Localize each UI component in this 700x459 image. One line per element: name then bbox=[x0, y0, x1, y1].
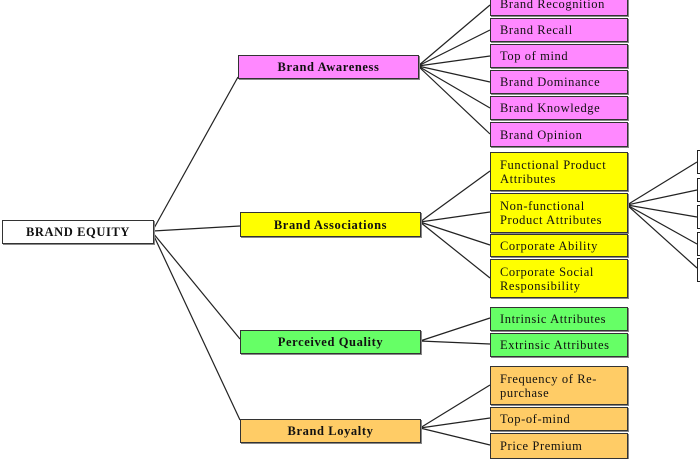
brand-associations-node: Brand Associations bbox=[240, 212, 421, 237]
leaf-brand-recognition: Brand Recognition bbox=[490, 0, 628, 16]
leaf-frequency-repurchase: Frequency of Re-purchase bbox=[490, 366, 628, 405]
offscreen-node bbox=[697, 150, 700, 174]
leaf-brand-knowledge: Brand Knowledge bbox=[490, 96, 628, 120]
leaf-corporate-social-responsibility: Corporate Social Responsibility bbox=[490, 259, 628, 298]
leaf-brand-dominance: Brand Dominance bbox=[490, 70, 628, 94]
leaf-top-of-mind: Top of mind bbox=[490, 44, 628, 68]
leaf-extrinsic-attributes: Extrinsic Attributes bbox=[490, 333, 628, 357]
brand-loyalty-node: Brand Loyalty bbox=[240, 419, 421, 443]
leaf-brand-recall: Brand Recall bbox=[490, 18, 628, 42]
connector bbox=[152, 233, 241, 421]
perceived-quality-node: Perceived Quality bbox=[240, 330, 421, 354]
leaf-functional-attributes: Functional Product Attributes bbox=[490, 152, 628, 191]
offscreen-node bbox=[697, 178, 700, 202]
offscreen-node bbox=[697, 258, 700, 282]
brand-equity-node: BRAND EQUITY bbox=[2, 220, 154, 244]
connector bbox=[152, 76, 239, 231]
brand-awareness-node: Brand Awareness bbox=[238, 55, 419, 79]
leaf-price-premium: Price Premium bbox=[490, 433, 628, 459]
leaf-top-of-mind-loyalty: Top-of-mind bbox=[490, 407, 628, 431]
connector bbox=[152, 225, 241, 232]
leaf-non-functional-attributes: Non-functional Product Attributes bbox=[490, 193, 628, 233]
offscreen-node bbox=[697, 232, 700, 256]
leaf-brand-opinion: Brand Opinion bbox=[490, 122, 628, 147]
offscreen-node bbox=[697, 205, 700, 229]
leaf-corporate-ability: Corporate Ability bbox=[490, 234, 628, 257]
connector bbox=[152, 232, 241, 340]
leaf-intrinsic-attributes: Intrinsic Attributes bbox=[490, 307, 628, 331]
